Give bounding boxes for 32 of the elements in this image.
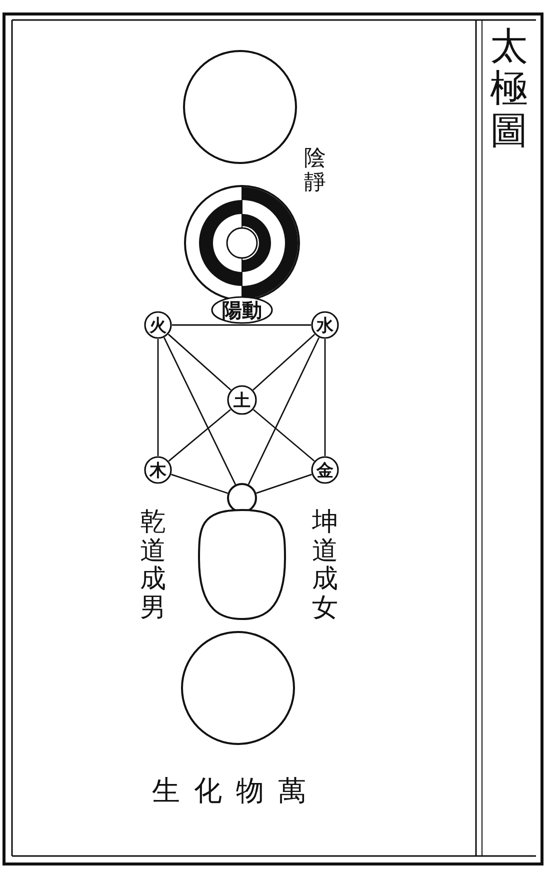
element-circle	[311, 456, 339, 484]
empty-circle	[183, 50, 297, 164]
node-label: 陽動	[222, 296, 262, 324]
oval-node	[211, 296, 273, 324]
connector-line	[168, 334, 232, 391]
element-circle	[144, 311, 172, 339]
connector-line	[252, 334, 316, 390]
element-circle	[144, 456, 172, 484]
connector-line	[163, 337, 236, 485]
side-caption: 坤道成女	[312, 508, 338, 622]
side-caption: 乾道成男	[140, 508, 166, 622]
node-label: 水	[316, 314, 334, 336]
node-label: 金	[316, 460, 334, 482]
connector-line	[256, 474, 312, 494]
connector-line	[253, 409, 315, 462]
connector-line	[172, 324, 311, 326]
egg-shape	[198, 508, 286, 620]
connector-line	[168, 409, 231, 462]
node-label: 火	[150, 314, 166, 336]
connector-line	[157, 339, 159, 456]
connector-line	[324, 339, 326, 456]
connector-line	[248, 337, 320, 485]
side-caption: 生化物萬	[152, 773, 320, 809]
element-circle	[311, 311, 339, 339]
connector-line	[171, 474, 228, 494]
element-circle	[227, 385, 257, 415]
node-label: 土	[234, 390, 250, 412]
empty-circle	[181, 631, 295, 745]
node-label: 木	[150, 460, 166, 482]
yin-yang-rings-drawing	[184, 185, 300, 301]
title: 太極圖	[490, 26, 528, 152]
side-caption: 陰靜	[304, 147, 326, 196]
